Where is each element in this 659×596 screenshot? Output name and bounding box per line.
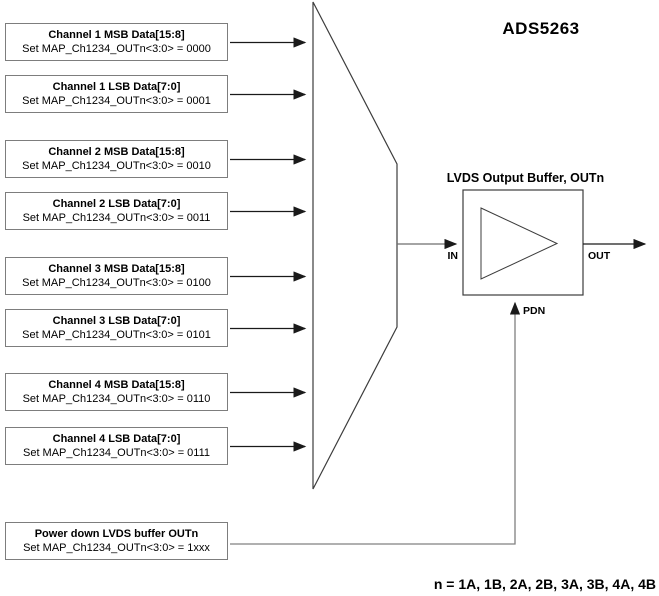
box-subtitle: Set MAP_Ch1234_OUTn<3:0> = 0110 (22, 393, 211, 405)
box-subtitle: Set MAP_Ch1234_OUTn<3:0> = 0010 (22, 160, 211, 172)
mux-shape (312, 1, 398, 490)
box-ch1-msb: Channel 1 MSB Data[15:8] Set MAP_Ch1234_… (5, 23, 228, 61)
box-subtitle: Set MAP_Ch1234_OUTn<3:0> = 0100 (22, 277, 211, 289)
box-ch2-lsb: Channel 2 LSB Data[7:0] Set MAP_Ch1234_O… (5, 192, 228, 230)
box-title: Channel 1 LSB Data[7:0] (52, 81, 181, 93)
wire-pdn (230, 301, 521, 545)
box-subtitle: Set MAP_Ch1234_OUTn<3:0> = 0111 (22, 447, 211, 459)
box-title: Channel 4 LSB Data[7:0] (52, 433, 181, 445)
out-port-label: OUT (588, 250, 611, 262)
box-ch4-lsb: Channel 4 LSB Data[7:0] Set MAP_Ch1234_O… (5, 427, 228, 465)
box-subtitle: Set MAP_Ch1234_OUTn<3:0> = 0011 (22, 212, 211, 224)
box-title: Channel 4 MSB Data[15:8] (48, 379, 185, 391)
box-title: Channel 3 MSB Data[15:8] (48, 263, 185, 275)
box-title: Channel 1 MSB Data[15:8] (48, 29, 185, 41)
box-title: Power down LVDS buffer OUTn (34, 528, 199, 540)
pdn-port-label: PDN (523, 305, 546, 317)
box-title: Channel 2 MSB Data[15:8] (48, 146, 185, 158)
box-ch2-msb: Channel 2 MSB Data[15:8] Set MAP_Ch1234_… (5, 140, 228, 178)
in-port-label: IN (447, 250, 459, 262)
box-title: Channel 3 LSB Data[7:0] (52, 315, 181, 327)
box-power-down: Power down LVDS buffer OUTn Set MAP_Ch12… (5, 522, 228, 560)
footnote: n = 1A, 1B, 2A, 2B, 3A, 3B, 4A, 4B (433, 576, 656, 592)
box-title: Channel 2 LSB Data[7:0] (52, 198, 181, 210)
box-ch1-lsb: Channel 1 LSB Data[7:0] Set MAP_Ch1234_O… (5, 75, 228, 113)
device-title: ADS5263 (502, 19, 580, 38)
box-subtitle: Set MAP_Ch1234_OUTn<3:0> = 0101 (22, 329, 211, 341)
box-subtitle: Set MAP_Ch1234_OUTn<3:0> = 0001 (22, 95, 211, 107)
box-ch3-msb: Channel 3 MSB Data[15:8] Set MAP_Ch1234_… (5, 257, 228, 295)
box-subtitle: Set MAP_Ch1234_OUTn<3:0> = 1xxx (23, 542, 210, 554)
lvds-buffer-title: LVDS Output Buffer, OUTn (446, 171, 605, 185)
box-ch3-lsb: Channel 3 LSB Data[7:0] Set MAP_Ch1234_O… (5, 309, 228, 347)
box-subtitle: Set MAP_Ch1234_OUTn<3:0> = 0000 (22, 43, 211, 55)
box-ch4-msb: Channel 4 MSB Data[15:8] Set MAP_Ch1234_… (5, 373, 228, 411)
amplifier-triangle-icon (480, 207, 559, 280)
